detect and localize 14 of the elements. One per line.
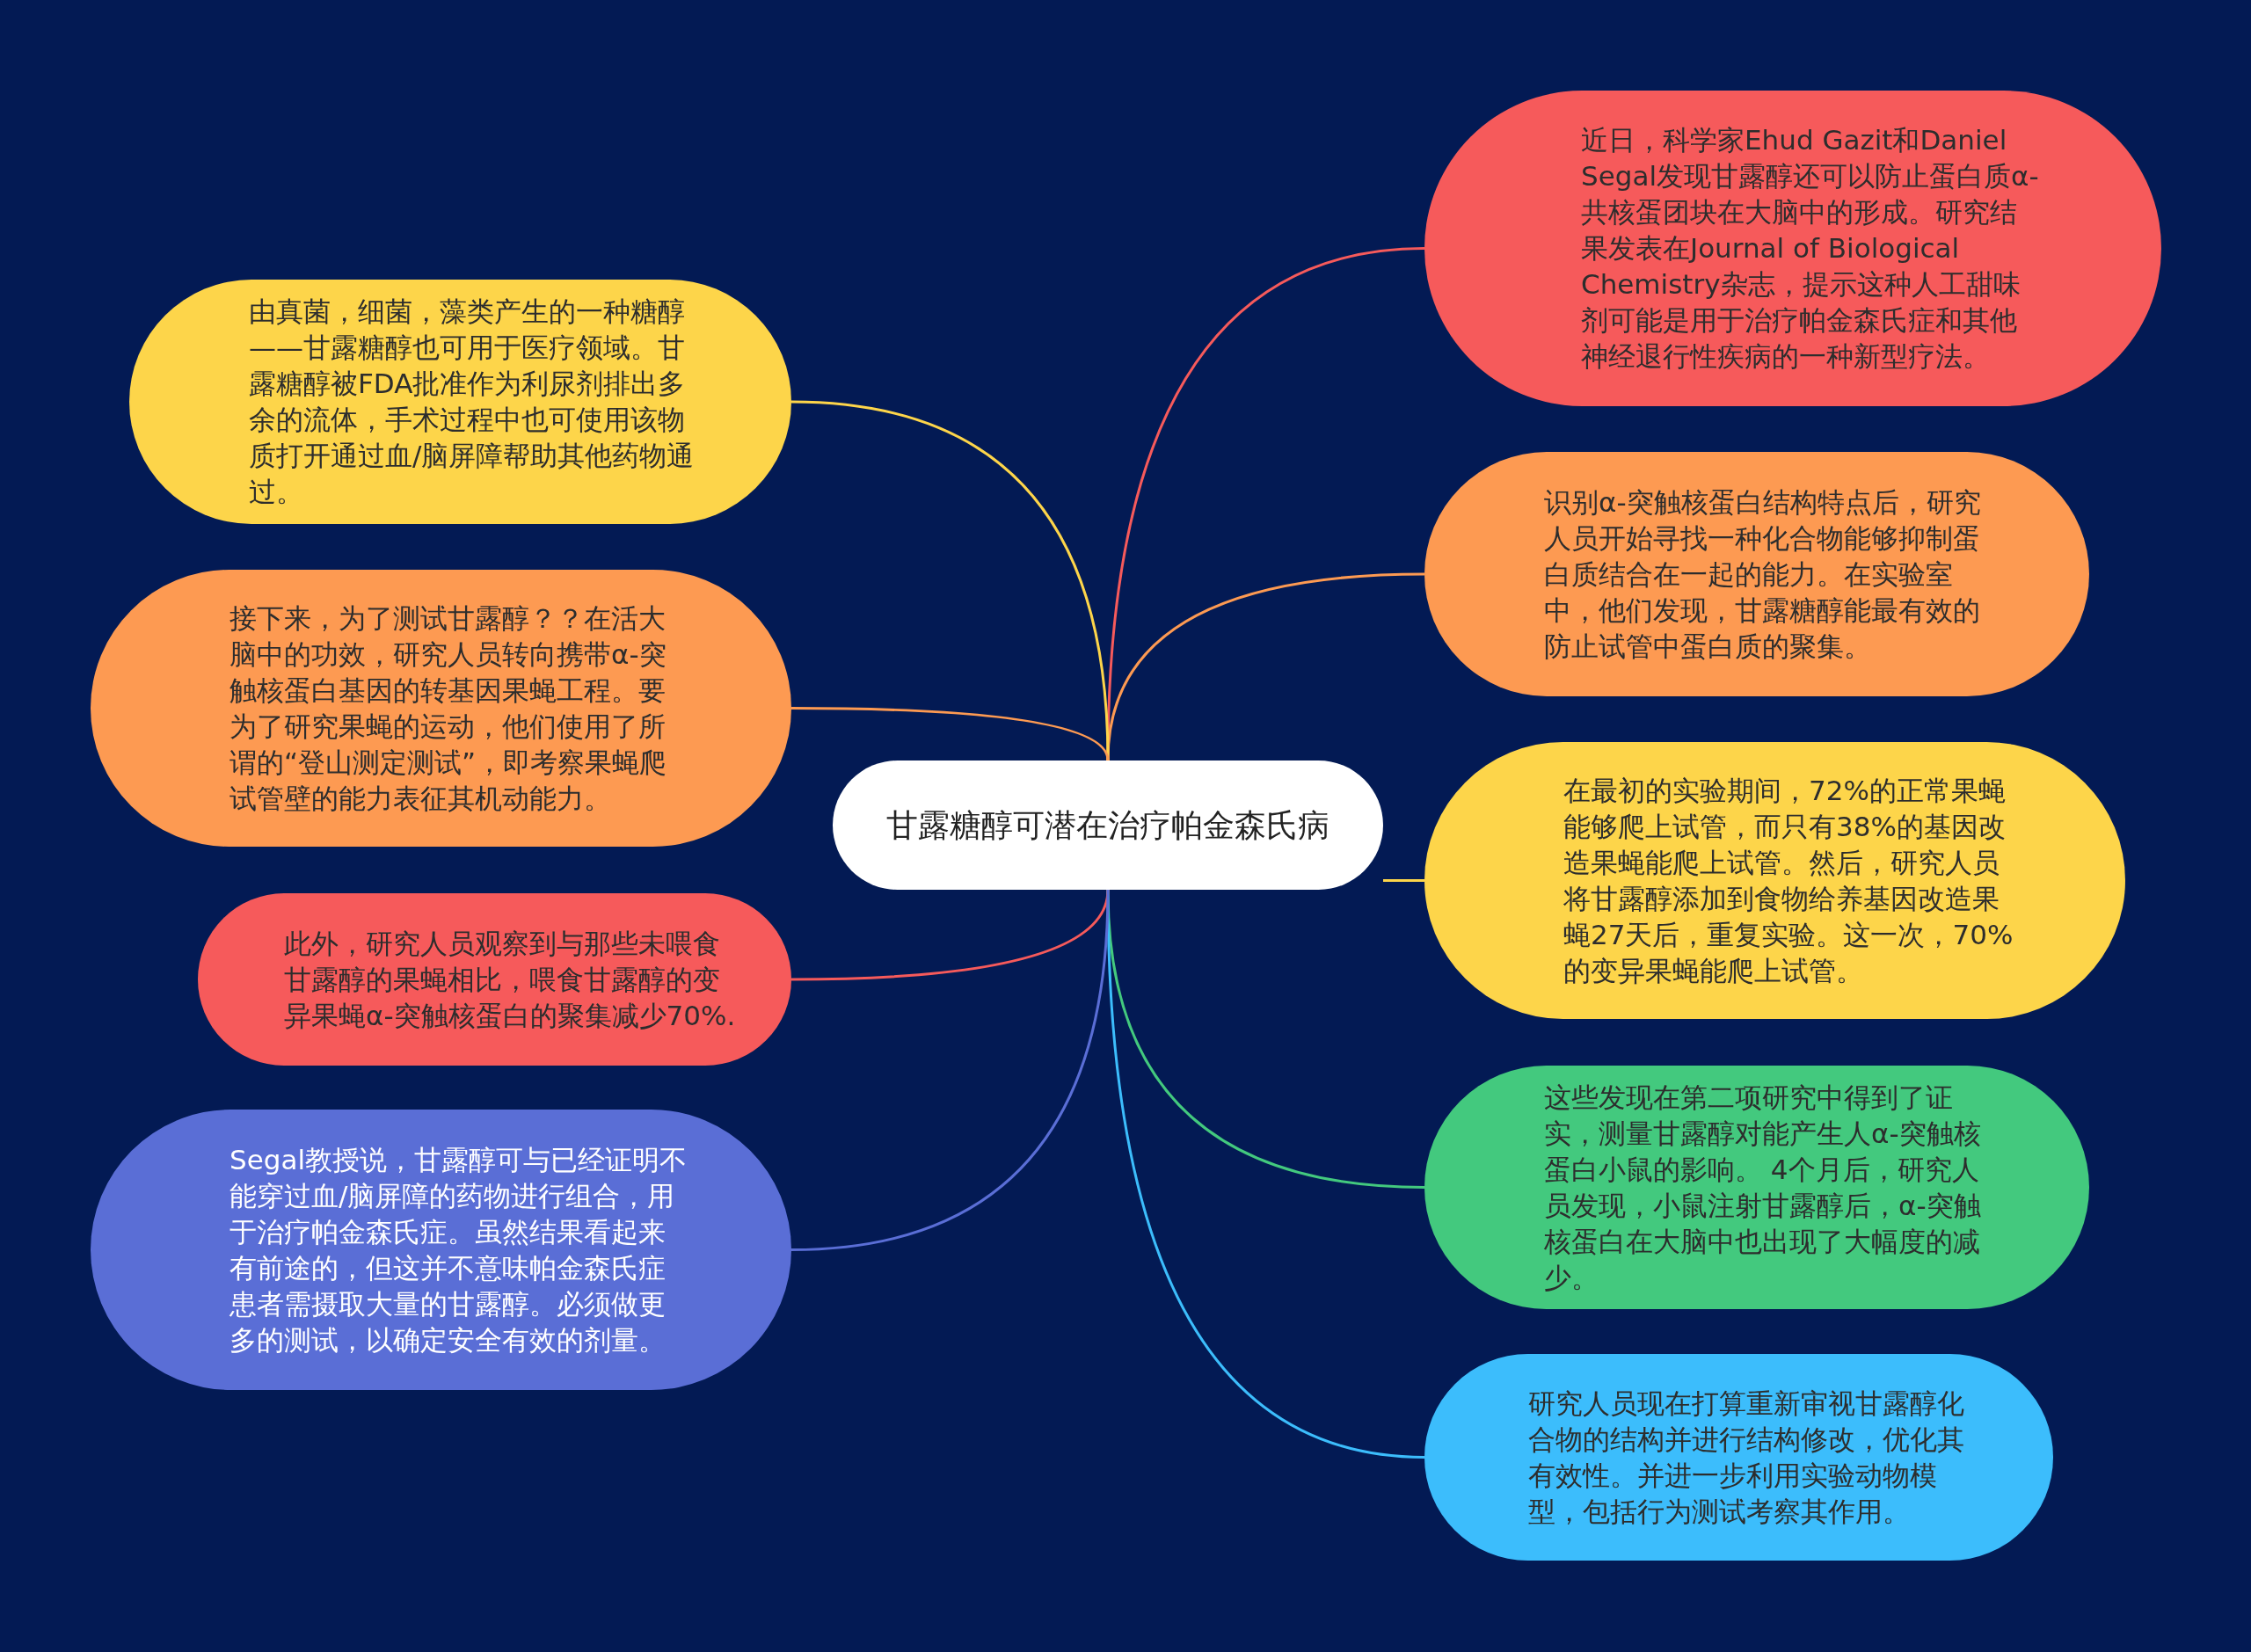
branch-line: [1383, 879, 1424, 882]
topic-bubble: 识别α-突触核蛋白结构特点后，研究人员开始寻找一种化合物能够抑制蛋白质结合在一起的能力。在实验室中，他们发现，甘露糖醇能最有效的防止试管中蛋白质的聚集。: [1424, 452, 2089, 696]
topic-bubble: 由真菌，细菌，藻类产生的一种糖醇——甘露糖醇也可用于医疗领域。甘露糖醇被FDA批准作为利尿剂排出多余的流体，手术过程中也可使用该物质打开通过血/脑屏障帮助其他药物通过。: [129, 280, 791, 524]
topic-bubble: Segal教授说，甘露醇可与已经证明不能穿过血/脑屏障的药物进行组合，用于治疗帕金森氏症。虽然结果看起来有前途的，但这并不意味帕金森氏症患者需摄取大量的甘露醇。必须做更多的测试，以确定安全有效的剂量。: [91, 1110, 791, 1390]
topic-bubble: 此外，研究人员观察到与那些未喂食甘露醇的果蝇相比，喂食甘露醇的变异果蝇α-突触核蛋白的聚集减少70%.: [198, 893, 791, 1066]
topic-bubble: 这些发现在第二项研究中得到了证实，测量甘露醇对能产生人α-突触核蛋白小鼠的影响。 4个月后，研究人员发现，小鼠注射甘露醇后，α-突触核蛋白在大脑中也出现了大幅度的减少。: [1424, 1066, 2089, 1309]
topic-bubble: 接下来，为了测试甘露醇？？在活大脑中的功效，研究人员转向携带α-突触核蛋白基因的转基因果蝇工程。要为了研究果蝇的运动，他们使用了所谓的“登山测定测试”，即考察果蝇爬试管壁的能力表征其机动能力。: [91, 570, 791, 847]
central-topic-bubble: 甘露糖醇可潜在治疗帕金森氏病: [833, 761, 1383, 890]
topic-bubble: 研究人员现在打算重新审视甘露醇化合物的结构并进行结构修改，优化其有效性。并进一步利用实验动物模型，包括行为测试考察其作用。: [1424, 1354, 2053, 1561]
topic-bubble: 近日，科学家Ehud Gazit和Daniel Segal发现甘露醇还可以防止蛋白质α-共核蛋团块在大脑中的形成。研究结果发表在Journal of Biological Chemistry杂志，提示这种人工甜味剂可能是用于治疗帕金森氏症和其他神经退行性疾病的一种新型疗法。: [1424, 91, 2161, 406]
branch-line: [1106, 572, 1425, 761]
branch-line: [791, 707, 1110, 761]
topic-bubble: 在最初的实验期间，72%的正常果蝇能够爬上试管，而只有38%的基因改造果蝇能爬上试管。然后，研究人员将甘露醇添加到食物给养基因改造果蝇27天后，重复实验。这一次，70%的变异果蝇能爬上试管。: [1424, 742, 2125, 1019]
branch-line: [790, 889, 1110, 1251]
